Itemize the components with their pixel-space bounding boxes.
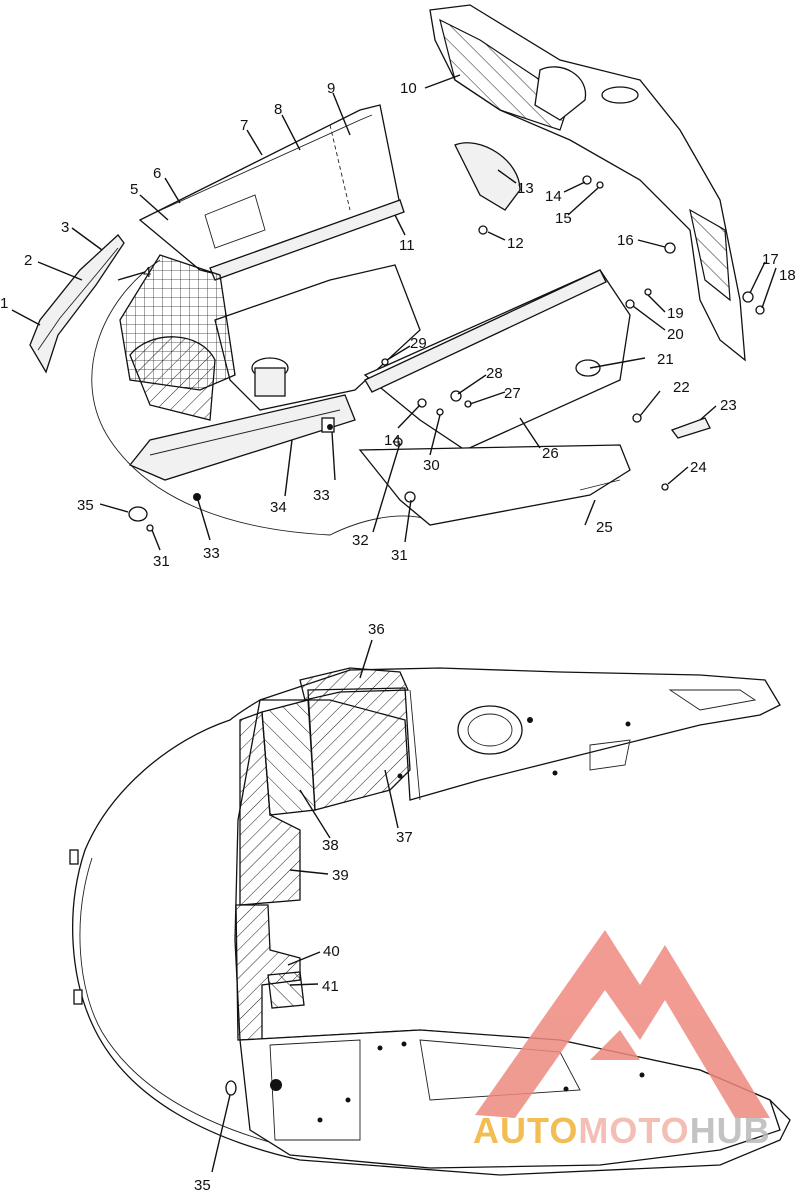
callout-40: 40 [323,943,340,960]
callout-35-top: 35 [77,497,94,514]
callout-11: 11 [399,237,415,254]
callout-24: 24 [690,459,707,476]
callout-37: 37 [396,829,413,846]
callout-41: 41 [322,978,339,995]
watermark-moto: MOTO [578,1110,689,1151]
callout-2: 2 [24,252,32,269]
callouts-top: 1 2 3 4 5 6 7 8 9 10 11 12 13 14 15 16 1… [0,80,796,570]
triangle-logo-icon [475,930,770,1118]
callout-30: 30 [423,457,440,474]
callout-29: 29 [410,335,427,352]
callout-1: 1 [0,295,8,312]
leader-lines [11,74,777,551]
top-exploded-view: 1 2 3 4 5 6 7 8 9 10 11 12 13 14 15 16 1… [0,4,796,570]
callout-18: 18 [779,267,796,284]
callout-16: 16 [617,232,634,249]
callout-17: 17 [762,251,779,268]
callout-13: 13 [517,180,534,197]
callout-14b: 14 [384,432,401,449]
callout-9: 9 [327,80,335,97]
callout-25: 25 [596,519,613,536]
callout-3: 3 [61,219,69,236]
callout-5: 5 [130,181,138,198]
callout-39: 39 [332,867,349,884]
callout-22: 22 [673,379,690,396]
callout-7: 7 [240,117,248,134]
callout-20: 20 [667,326,684,343]
callout-12: 12 [507,235,524,252]
bottom-underside-view: 36 37 38 39 40 41 35 [69,621,791,1193]
callout-8: 8 [274,101,282,118]
windshield-trim [29,234,125,374]
watermark-logo: AUTOMOTOHUB [473,930,771,1151]
callout-35-bottom: 35 [194,1177,211,1193]
foam-block-37 [307,687,411,811]
callout-36: 36 [368,621,385,638]
bottom-leader-lines [211,639,399,1173]
left-side-rail [128,394,356,481]
bottom-hardware [317,717,645,1123]
foam-block-38 [261,699,316,816]
callout-38: 38 [322,837,339,854]
hood-outline [91,259,431,536]
callout-21: 21 [657,351,674,368]
callout-10: 10 [400,80,417,97]
callout-33: 33 [203,545,220,562]
callout-15: 15 [555,210,572,227]
callouts-bottom: 36 37 38 39 40 41 35 [194,621,413,1193]
callout-4: 4 [143,264,151,281]
callout-31: 31 [153,553,170,570]
callout-34: 34 [270,499,287,516]
callout-6: 6 [153,165,161,182]
foam-pad-41 [267,971,305,1009]
callout-33b: 33 [313,487,330,504]
lower-skirt [358,444,631,526]
callout-27: 27 [504,385,521,402]
watermark-auto: AUTO [473,1110,578,1151]
callout-28: 28 [486,365,503,382]
callout-26: 26 [542,445,559,462]
svg-text:AUTOMOTOHUB: AUTOMOTOHUB [473,1110,771,1151]
callout-19: 19 [667,305,684,322]
callout-14: 14 [545,188,562,205]
watermark-hub: HUB [690,1110,771,1151]
callout-32: 32 [352,532,369,549]
callout-23: 23 [720,397,737,414]
callout-31b: 31 [391,547,408,564]
